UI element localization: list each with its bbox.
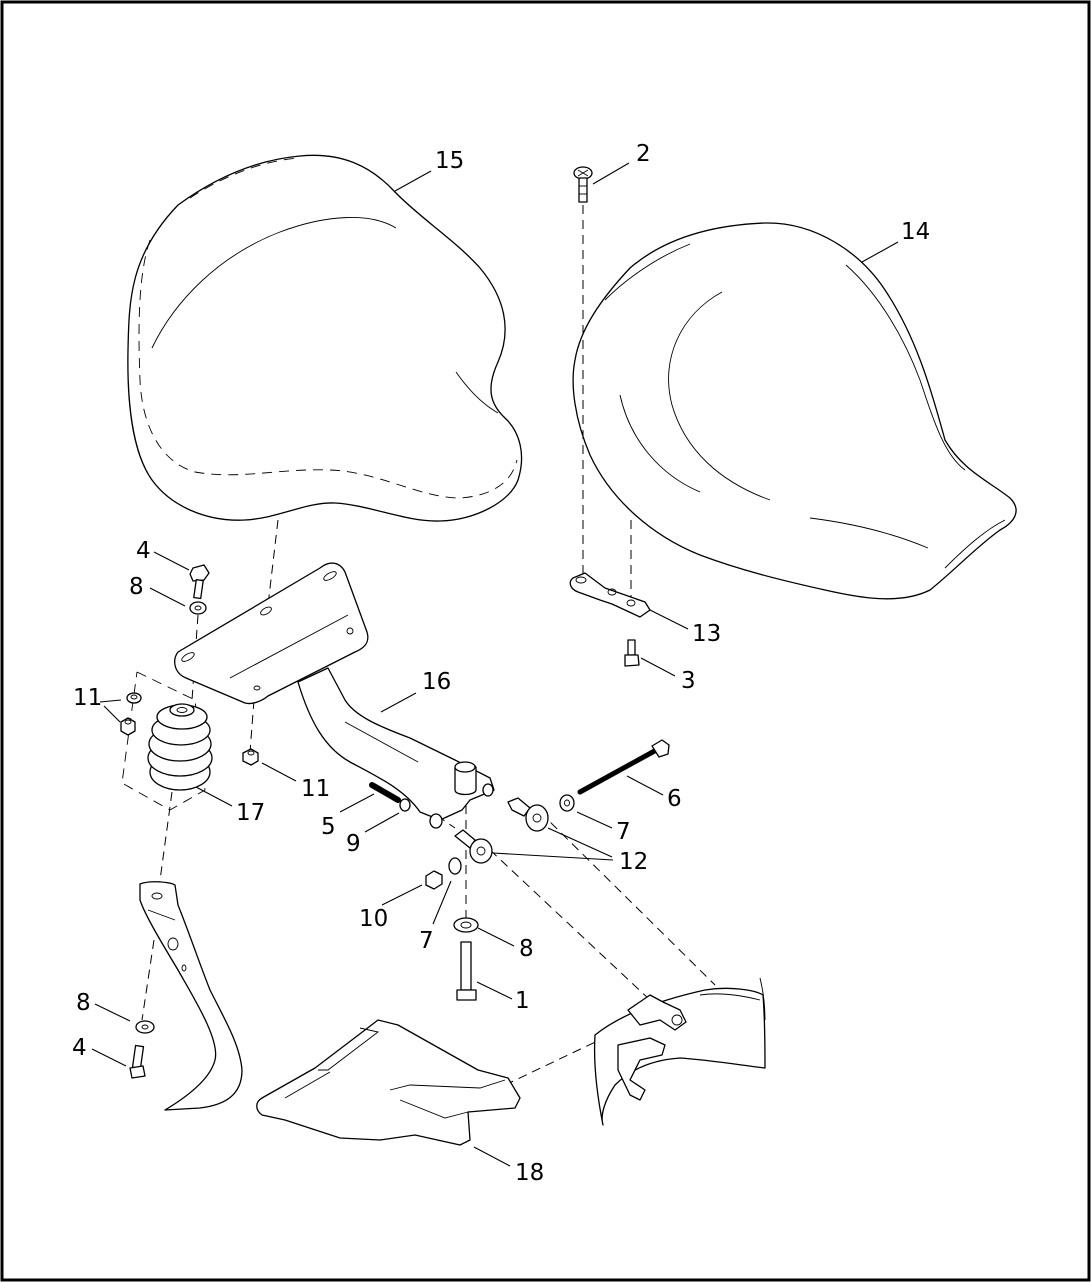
callout-2: 2 (636, 141, 651, 167)
callout-1: 1 (515, 988, 530, 1014)
callout-11-right: 11 (301, 776, 330, 802)
callout-10: 10 (359, 906, 388, 932)
callout-16: 16 (422, 669, 451, 695)
callout-17: 17 (236, 800, 265, 826)
hinge-bracket (256, 1019, 521, 1146)
callout-9: 9 (346, 831, 361, 857)
callout-4-top: 4 (136, 538, 151, 564)
callout-14: 14 (901, 219, 930, 245)
callout-13: 13 (692, 621, 721, 647)
callout-11-left: 11 (73, 685, 102, 711)
frame-section (593, 977, 766, 1126)
callout-3: 3 (681, 668, 696, 694)
callout-6: 6 (667, 786, 682, 812)
rider-seat (127, 154, 523, 522)
solo-seat (572, 222, 1017, 600)
callout-labels: 15 2 14 4 8 13 3 11 16 11 17 6 5 7 9 12 … (72, 141, 930, 1186)
callout-7-left: 7 (419, 928, 434, 954)
callout-4-bottom: 4 (72, 1035, 87, 1061)
callout-15: 15 (435, 148, 464, 174)
leader-lines (91, 162, 899, 1167)
callout-8-bottom: 8 (76, 990, 91, 1016)
callout-8-middle: 8 (519, 936, 534, 962)
callout-7-right: 7 (616, 819, 631, 845)
fender-strut (139, 881, 243, 1111)
callout-8-top: 8 (129, 574, 144, 600)
seat-bracket (174, 562, 495, 829)
callout-18: 18 (515, 1160, 544, 1186)
callout-5: 5 (321, 814, 336, 840)
seat-mount-plate (569, 572, 651, 618)
bumper-spring (147, 703, 213, 791)
callout-12: 12 (619, 849, 648, 875)
hardware (120, 166, 670, 1079)
